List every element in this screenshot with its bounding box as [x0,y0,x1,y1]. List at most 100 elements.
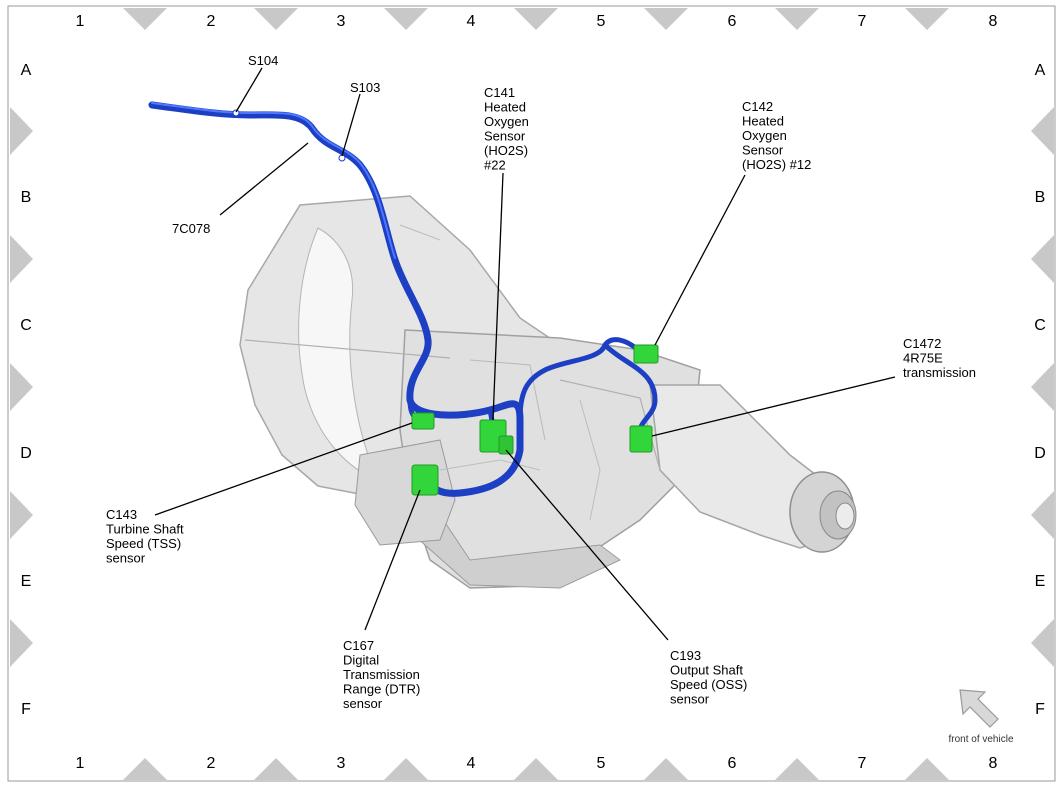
col-label: 5 [597,13,606,30]
col-label: 2 [207,755,216,772]
connector-c142 [633,344,659,364]
column-labels-bottom: 1 2 3 4 5 6 7 8 [76,755,998,772]
grid-marker-bottom [644,758,688,780]
grid-marker-right [1031,107,1054,155]
grid-marker-left [10,363,33,411]
grid-marker-left [10,619,33,667]
row-label: A [1035,62,1046,79]
wiring-harness [148,101,658,497]
column-labels-top: 1 2 3 4 5 6 7 8 [76,13,998,30]
harness-branch-c1472 [602,342,658,435]
callout-labels: S104 S103 7C078 C141 Heated Oxygen Senso… [106,53,976,711]
col-label: 5 [597,755,606,772]
row-label: B [1035,189,1046,206]
connectors [411,344,659,496]
col-label: 1 [76,755,85,772]
connector-c143 [411,412,435,430]
col-label: 7 [858,13,867,30]
grid-marker-left [10,491,33,539]
connector-c167 [411,464,439,496]
row-label: F [21,701,31,718]
grid-marker-top [254,8,298,30]
row-label: E [1035,573,1046,590]
case-detail-line [469,359,546,441]
label-c167: C167 Digital Transmission Range (DTR) se… [343,638,424,711]
connector-c1472 [629,425,653,453]
harness-branch-c142 [517,337,643,423]
grid-marker-top [384,8,428,30]
row-label: A [21,62,32,79]
case-detail-line [399,224,441,241]
label-c142: C142 Heated Oxygen Sensor (HO2S) #12 [742,99,811,172]
output-shaft [835,502,855,530]
leader-c142 [654,174,746,346]
row-labels-left: A B C D E F [20,62,32,718]
leader-s103 [341,93,361,157]
grid-marker-right [1031,491,1054,539]
grid-marker-right [1031,235,1054,283]
grid-marker-top [514,8,558,30]
grid-marker-bottom [123,758,167,780]
row-label: C [1034,317,1046,334]
col-label: 1 [76,13,85,30]
row-label: B [21,189,32,206]
label-c141: C141 Heated Oxygen Sensor (HO2S) #22 [484,85,532,173]
label-s103: S103 [350,80,380,95]
col-label: 6 [728,755,737,772]
grid-marker-bottom [775,758,819,780]
leader-c143 [154,422,413,516]
grid-marker-bottom [384,758,428,780]
col-label: 6 [728,13,737,30]
col-label: 4 [467,13,476,30]
grid-marker-top [644,8,688,30]
label-s104: S104 [248,53,278,68]
connector-c193 [498,435,514,455]
case-detail-line [559,379,661,471]
row-label: E [21,573,32,590]
front-of-vehicle-indicator: front of vehicle [948,689,1014,745]
grid-marker-right [1031,619,1054,667]
label-c1472: C1472 4R75E transmission [903,336,976,380]
grid-marker-left [10,107,33,155]
grid-markers [10,8,1054,780]
col-label: 8 [989,13,998,30]
row-label: C [20,317,32,334]
row-label: D [20,445,32,462]
label-c193: C193 Output Shaft Speed (OSS) sensor [670,648,751,707]
leader-s104 [235,67,263,113]
leader-c141 [492,172,504,421]
case-detail-line [579,399,601,521]
grid-marker-left [10,235,33,283]
front-of-vehicle-label: front of vehicle [948,734,1013,745]
harness-highlight [151,102,396,259]
col-label: 3 [337,755,346,772]
case-detail-line [439,459,541,471]
col-label: 7 [858,755,867,772]
arrow-icon [959,689,999,728]
transmission-illustration [239,195,857,589]
label-7c078: 7C078 [172,221,210,236]
grid-marker-right [1031,363,1054,411]
splice-s104-mark [232,109,240,117]
leader-c193 [505,449,669,641]
grid-marker-bottom [514,758,558,780]
col-label: 2 [207,13,216,30]
col-label: 4 [467,755,476,772]
harness-main-trunk [148,101,524,497]
grid-marker-top [775,8,819,30]
grid-marker-bottom [905,758,949,780]
label-c143: C143 Turbine Shaft Speed (TSS) sensor [106,507,187,566]
col-label: 3 [337,13,346,30]
row-labels-right: A B C D E F [1034,62,1046,718]
leader-c167 [364,489,421,631]
grid-marker-top [905,8,949,30]
leader-7c078 [219,142,309,216]
grid-marker-top [123,8,167,30]
diagram-border [7,5,1056,782]
row-label: F [1035,701,1045,718]
grid-marker-bottom [254,758,298,780]
row-label: D [1034,445,1046,462]
col-label: 8 [989,755,998,772]
case-detail-line [244,339,451,359]
